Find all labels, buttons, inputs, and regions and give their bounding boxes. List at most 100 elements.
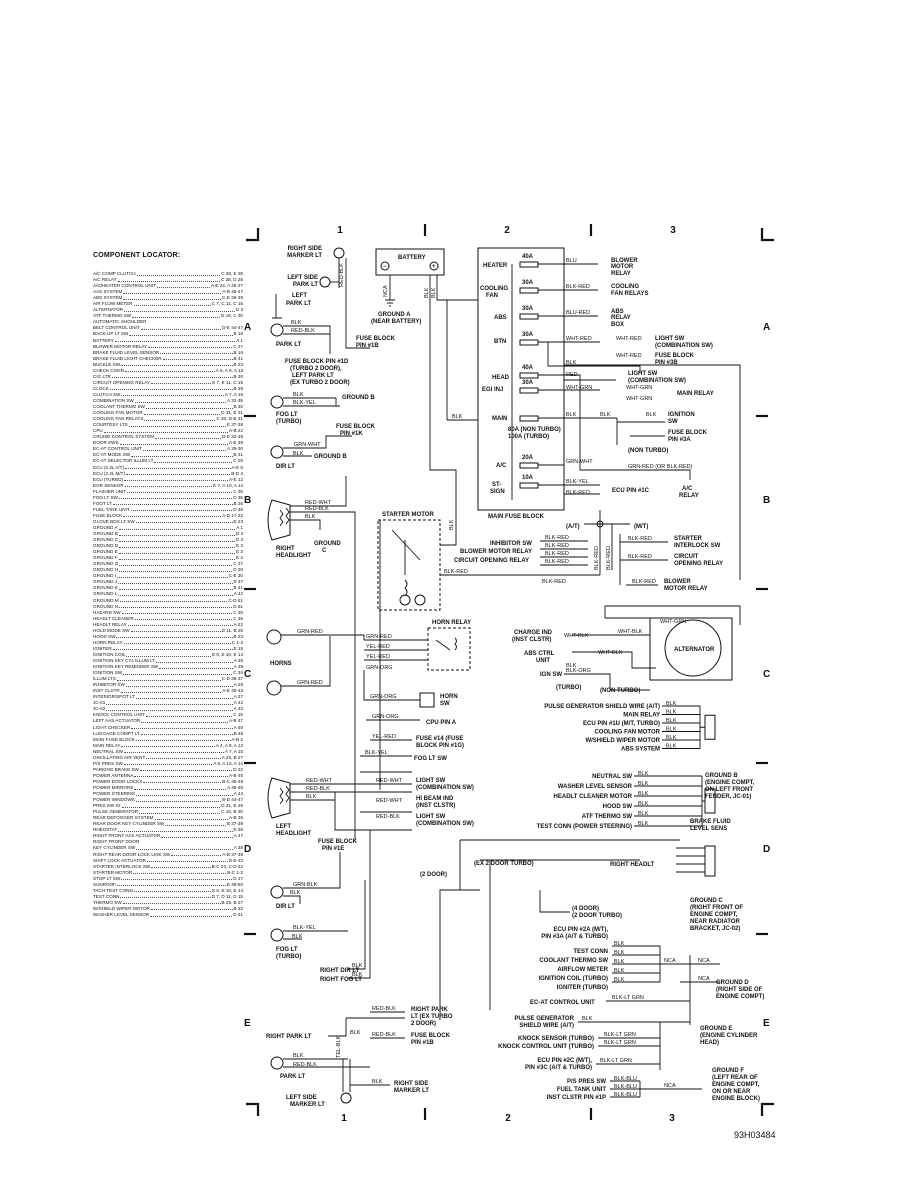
locator-entry-name: AIR FLOW METER [93, 301, 133, 307]
locator-entry-leader [119, 443, 228, 445]
label-ec-at: EC-AT CONTROL UNIT [530, 1000, 595, 1006]
col-label-2-bottom: 2 [505, 1113, 511, 1124]
locator-entry-leader [160, 353, 233, 355]
locator-entry-ref: B 16 [233, 349, 243, 355]
locator-entry-leader [109, 389, 233, 391]
ground-f-item: FUEL TANK UNIT [557, 1087, 606, 1093]
locator-entry-ref: A 22 [233, 621, 243, 627]
locator-entry-ref: D 22 [233, 766, 243, 772]
wire-grn-org: GRN-ORG [370, 694, 397, 700]
locator-entry-leader [119, 546, 236, 548]
locator-entry-name: STOP LT SW [93, 875, 121, 881]
locator-entry-ref: E 3 [236, 549, 243, 555]
row-label-a: A [244, 322, 251, 333]
wire-grn-red-or-blk-red: GRN-RED (OR BLK-RED) [628, 464, 693, 470]
locator-entry-leader [135, 697, 233, 699]
locator-entry-leader [165, 824, 226, 826]
ground-groups: PULSE GENERATOR SHIELD WIRE (A/T)BLKMAIN… [498, 701, 764, 1102]
locator-entry-ref: D 11, B 29 [221, 627, 243, 633]
label-knock-sensor: KNOCK SENSOR (TURBO) [518, 1036, 594, 1042]
locator-entry-leader [118, 595, 233, 597]
locator-entry-ref: C 35 [233, 488, 243, 494]
locator-entry-name: LIGHT CHECKER [93, 724, 131, 730]
label-main-relay: MAIN RELAY [677, 391, 714, 397]
ground-c-ground-label: BRACKET, JC-02) [690, 926, 740, 932]
wire-grn-wht: GRN-WHT [566, 459, 593, 465]
wire-nca: NCA [664, 1083, 676, 1089]
locator-entry-ref: C 1-2 [231, 639, 243, 645]
locator-entry-ref: E 49-50 [226, 881, 243, 887]
locator-entry-leader [126, 655, 212, 657]
locator-entry-ref: E 7, E 11, C 15 [212, 379, 243, 385]
label-horn-sw-2: SW [440, 701, 450, 707]
locator-entry-leader [123, 764, 213, 766]
wire-blk: BLK [638, 791, 649, 797]
locator-entry-ref: D 3 [235, 531, 243, 537]
wire-blk: BLK [666, 727, 677, 733]
locator-entry-ref: C 7, C 11, C 15 [211, 301, 243, 307]
locator-entry-leader [171, 855, 222, 857]
locator-entry-name: ECU (2.2L A/T) [93, 464, 124, 470]
wire-blk: BLK [614, 977, 625, 983]
locator-entry-leader [145, 407, 233, 409]
locator-entry-leader [154, 462, 233, 463]
locator-entry-name: COOLING FAN MOTOR [93, 410, 143, 416]
locator-entry-name: ALTERNATOR [93, 307, 124, 313]
locator-entry-leader [143, 413, 221, 415]
locator-entry-ref: C-E 30 [228, 573, 243, 579]
wire-blk-blu: BLK-BLU [614, 1084, 637, 1090]
locator-entry-ref: D 29 [233, 567, 243, 573]
battery: BATTERY − + NCA GROUND A (NEAR BATTERY) … [371, 248, 478, 522]
locator-entry-ref: B 23 [233, 361, 243, 367]
locator-entry-leader [123, 292, 222, 294]
wire-blk: BLK [638, 771, 649, 777]
locator-entry-name: INST CLSTR [93, 688, 120, 694]
wire-blk: BLK [666, 718, 677, 724]
locator-entry-name: HOOD SW [93, 633, 116, 639]
label-main-fuse-block: MAIN FUSE BLOCK [488, 514, 545, 520]
locator-entry-ref: D-E 43 [228, 857, 243, 863]
wire-blk-yel: BLK-YEL [566, 479, 589, 485]
locator-entry-leader [159, 667, 233, 669]
wire-nca: NCA [664, 958, 676, 964]
wire-blk-blu: BLK-BLU [614, 1092, 637, 1098]
locator-entry-name: MAIN RELAY [93, 742, 121, 748]
wire-blk-lt-grn: BLK-LT GRN [604, 1040, 636, 1046]
wire-blk-blu: BLK-BLU [614, 1076, 637, 1082]
ground-d-label: (RIGHT SIDE OF [716, 987, 763, 993]
locator-entry-leader [123, 516, 222, 518]
label-right-headlight-2: HEADLIGHT [276, 553, 311, 559]
locator-entry-ref: E 15 [233, 645, 243, 651]
fuse-egi: 30A [519, 380, 539, 394]
locator-entry-ref: B-D 44-47 [222, 797, 243, 803]
wire-blk-red: BLK-RED [628, 554, 652, 560]
locator-entry-name: GROUND F [93, 555, 118, 561]
label-hi-beam-1: HI BEAM IND [416, 796, 454, 802]
locator-entry: AUTOMATIC SHOULDER [93, 319, 243, 325]
label-mt: (M/T) [634, 524, 648, 530]
label-fuse-1b-2a: FUSE BLOCK [411, 1033, 451, 1039]
label-st-sign-1: ST- [492, 482, 501, 488]
locator-entry-leader [136, 794, 233, 796]
locator-entry: POWER WINDOWS B-D 44-47 [93, 797, 243, 803]
locator-entry-name: FUSE BLOCK [93, 512, 123, 518]
wire-yel-red: YEL-RED [372, 734, 396, 740]
locator-entry-ref: D 51 [233, 603, 243, 609]
locator-entry-leader [118, 534, 235, 536]
ground-c-item: WASHER LEVEL SENSOR [558, 784, 633, 790]
locator-entry-leader [140, 328, 222, 330]
locator-entry-name: POWER WINDOWS [93, 797, 135, 803]
locator-entry-name: COOLANT THERMO SW [93, 404, 145, 410]
locator-entry-leader [119, 570, 233, 572]
